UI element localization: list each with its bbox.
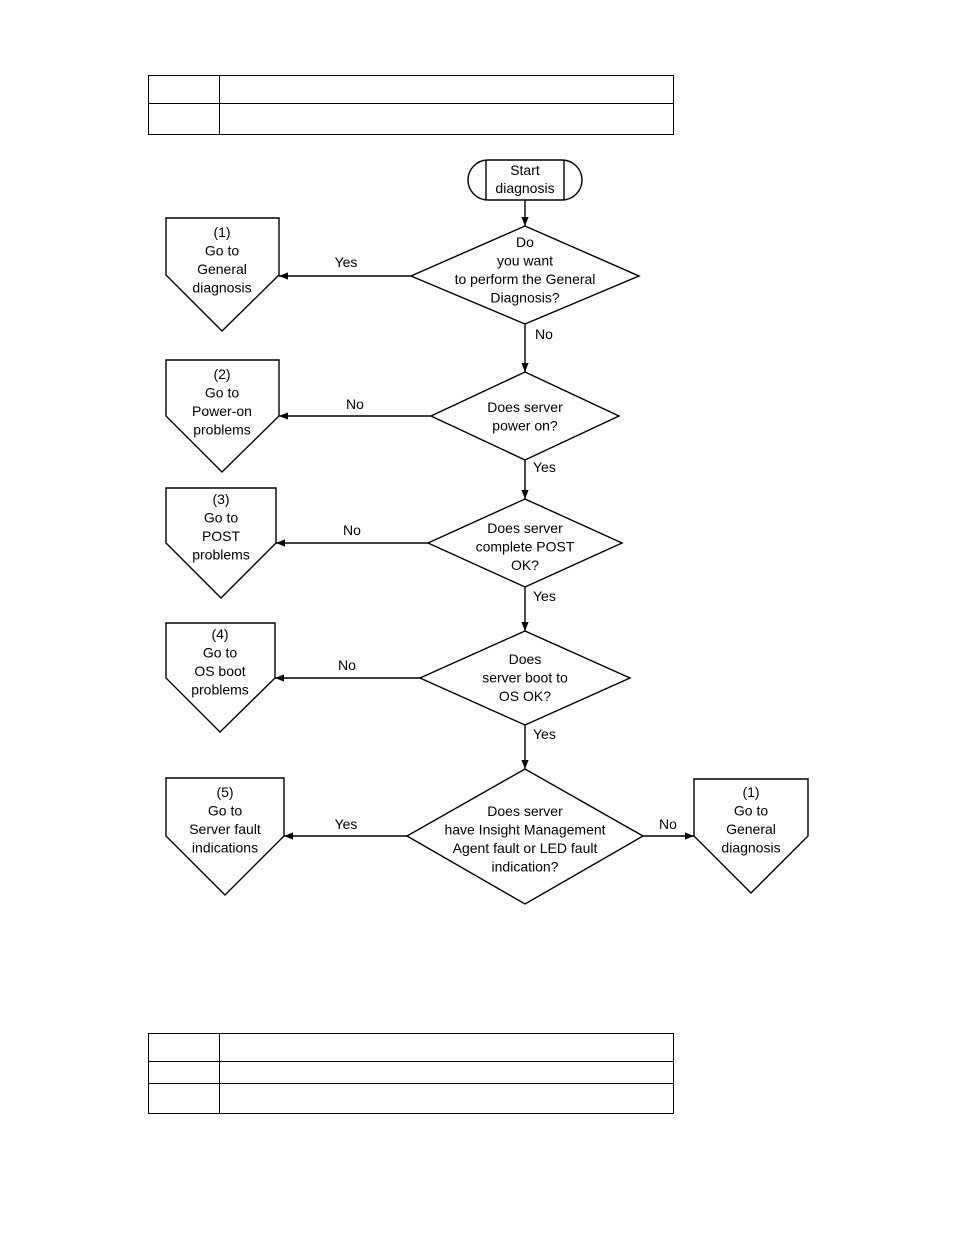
text-line: Go to (734, 803, 768, 819)
text-line: (3) (212, 491, 229, 507)
text-line: Server fault (189, 821, 261, 837)
text-line: Go to (205, 385, 239, 401)
text-line: diagnosis (721, 840, 780, 856)
text-line: (1) (742, 784, 759, 800)
decision-post-label: Does server complete POST OK? (476, 520, 575, 573)
branch-label-d1-no: No (535, 326, 553, 342)
text-line: problems (193, 422, 251, 438)
decision-os-boot-label: Does server boot to OS OK? (482, 651, 568, 704)
start-label: Start diagnosis (495, 162, 554, 196)
text-line: problems (191, 682, 249, 698)
text-line: Do (516, 234, 534, 250)
text-line: Agent fault or LED fault (453, 840, 598, 856)
offpage-connector-4 (165, 622, 276, 733)
text-line: Go to (208, 803, 242, 819)
branch-label-d3-yes: Yes (533, 588, 556, 604)
table-cell (219, 103, 674, 135)
offpage-connector-6 (693, 778, 809, 894)
offpage-connector-2 (165, 359, 280, 473)
offpage-connector-6-label: (1) Go to General diagnosis (721, 784, 780, 856)
text-line: indications (192, 840, 258, 856)
text-line: you want (497, 253, 553, 269)
offpage-connector-4-label: (4) Go to OS boot problems (191, 626, 249, 698)
offpage-connector-2-label: (2) Go to Power-on problems (192, 366, 252, 438)
text-line: power on? (492, 418, 558, 434)
branch-label-d3-no: No (343, 522, 361, 538)
decision-power-on-label: Does server power on? (487, 399, 563, 434)
text-line: Start (510, 162, 540, 178)
text-line: Does server (487, 399, 563, 415)
branch-label-d5-yes: Yes (335, 816, 358, 832)
offpage-connector-1 (165, 217, 280, 332)
text-line: POST (202, 528, 241, 544)
branch-label-d2-yes: Yes (533, 459, 556, 475)
text-line: Go to (204, 510, 238, 526)
text-line: to perform the General (455, 271, 596, 287)
decision-power-on (429, 371, 621, 461)
text-line: Go to (205, 243, 239, 259)
text-line: OS boot (194, 663, 245, 679)
branch-label-d4-yes: Yes (533, 726, 556, 742)
text-line: Does server (487, 520, 563, 536)
offpage-connector-5-label: (5) Go to Server fault indications (189, 784, 261, 856)
branch-label-d2-no: No (346, 396, 364, 412)
text-line: (1) (213, 224, 230, 240)
decision-fault-indication (405, 768, 645, 905)
table-row (148, 1083, 674, 1114)
text-line: Diagnosis? (490, 290, 559, 306)
text-line: problems (192, 547, 250, 563)
text-line: server boot to (482, 670, 568, 686)
top-table (148, 75, 674, 135)
branch-label-d5-no: No (659, 816, 677, 832)
text-line: Power-on (192, 403, 252, 419)
text-line: (5) (216, 784, 233, 800)
text-line: Does (509, 651, 542, 667)
table-cell (148, 103, 220, 135)
text-line: indication? (492, 859, 559, 875)
text-line: OS OK? (499, 688, 551, 704)
branch-label-d4-no: No (338, 657, 356, 673)
bottom-table (148, 1033, 674, 1114)
text-line: General (726, 821, 776, 837)
table-cell (219, 1033, 674, 1062)
text-line: diagnosis (192, 280, 251, 296)
text-line: General (197, 261, 247, 277)
offpage-connector-1-label: (1) Go to General diagnosis (192, 224, 251, 296)
text-line: (4) (211, 626, 228, 642)
text-line: OK? (511, 557, 539, 573)
offpage-connector-3-label: (3) Go to POST problems (192, 491, 250, 563)
table-row (148, 1061, 674, 1084)
table-row (148, 103, 674, 135)
text-line: have Insight Management (444, 822, 605, 838)
text-line: Go to (203, 645, 237, 661)
table-row (148, 1033, 674, 1062)
text-line: complete POST (476, 539, 575, 555)
table-cell (219, 1083, 674, 1114)
offpage-connector-3 (165, 487, 277, 599)
text-line: (2) (213, 366, 230, 382)
text-line: Does server (487, 803, 563, 819)
offpage-connector-5 (165, 777, 285, 896)
branch-label-d1-yes: Yes (335, 254, 358, 270)
text-line: diagnosis (495, 180, 554, 196)
